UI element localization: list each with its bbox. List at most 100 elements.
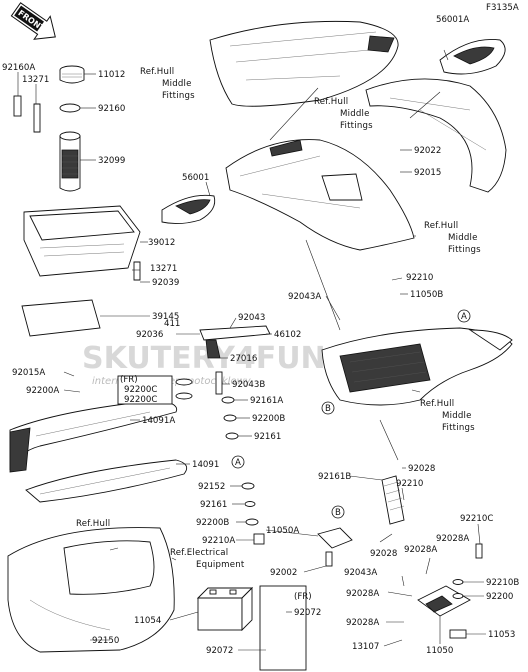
callout-13107: 13107 [352, 642, 379, 652]
callout-92036: 92036 [136, 330, 163, 340]
bracket-part [33, 103, 41, 133]
latch-a-part [317, 527, 353, 567]
callout-13271-low: 13271 [150, 264, 177, 274]
ref-hull-4-l3: Fittings [442, 423, 475, 433]
ref-hull-1-l3: Fittings [162, 91, 195, 101]
callout-27016: 27016 [230, 354, 257, 364]
cup-part [161, 194, 216, 225]
callout-92161-1: 92161 [254, 432, 281, 442]
ref-hull-2-l3: Fittings [340, 121, 373, 131]
callout-92072-left: 92072 [206, 646, 233, 656]
callout-92028-top: 92028 [408, 464, 435, 474]
callout-92002: 92002 [270, 568, 297, 578]
callout-14091: 14091 [192, 460, 219, 470]
marker-a-mid-circle [231, 455, 245, 469]
ref-hull-3-l1: Ref.Hull [424, 221, 458, 231]
callout-92152: 92152 [198, 482, 225, 492]
latch-part [417, 543, 483, 639]
callout-11054: 11054 [134, 616, 161, 626]
callout-92028A-3: 92028A [346, 589, 379, 599]
callout-92022: 92022 [414, 146, 441, 156]
rear-hull-part [7, 527, 175, 653]
front-direction-arrow: FRONT [10, 2, 56, 40]
cup-a-part [439, 39, 506, 75]
circled-markers: A B A B [231, 309, 471, 519]
ref-hull-4-l2: Middle [442, 411, 472, 421]
ref-hull-3-l3: Fittings [448, 245, 481, 255]
fr-label-left: (FR) [120, 375, 138, 385]
callout-46102: 46102 [274, 330, 301, 340]
bolt-stack-part [215, 371, 265, 545]
callout-56001: 56001 [182, 173, 209, 183]
callout-11050A: 11050A [266, 526, 299, 536]
callout-92028A-2: 92028A [404, 545, 437, 555]
callout-92043A-top: 92043A [288, 292, 321, 302]
battery-part [196, 586, 254, 632]
reference-labels: Ref.Hull Middle Fittings Ref.Hull Middle… [76, 67, 481, 570]
callout-56001A: 56001A [436, 15, 469, 25]
storage-bin-part [23, 205, 141, 277]
callout-92210C: 92210C [460, 514, 493, 524]
small-bracket-part [133, 261, 141, 281]
callout-92161-2: 92161 [200, 500, 227, 510]
callout-92043B: 92043B [232, 380, 265, 390]
hull-inner-frame-part [321, 327, 513, 406]
callout-92028A-4: 92028A [346, 618, 379, 628]
fr-tabs-part [175, 378, 193, 400]
callout-92072-right: 92072 [294, 608, 321, 618]
ref-hull-2-l1: Ref.Hull [314, 97, 348, 107]
ref-hull-1-l1: Ref.Hull [140, 67, 174, 77]
right-side-panel-part [365, 78, 507, 193]
fr-box-left [117, 375, 173, 405]
marker-b-left: B [325, 404, 331, 414]
cap-part [59, 65, 85, 84]
fr-label-right: (FR) [294, 592, 312, 602]
callout-92210A: 92210A [202, 536, 235, 546]
callout-labels: 11012 92160A 13271 92160 32099 39012 132… [2, 15, 519, 656]
callout-92200: 92200 [486, 592, 513, 602]
ref-electrical-l1: Ref.Electrical [170, 548, 228, 558]
ref-hull-3-l2: Middle [448, 233, 478, 243]
ref-electrical-l2: Equipment [196, 560, 245, 570]
fr-box [259, 585, 307, 671]
callout-92028A-1: 92028A [436, 534, 469, 544]
callout-39012: 39012 [148, 238, 175, 248]
callout-14091A: 14091A [142, 416, 175, 426]
upper-shell-part [209, 20, 399, 107]
callout-92200A: 92200A [26, 386, 59, 396]
callout-92200B-1: 92200B [252, 414, 285, 424]
plate-part [13, 95, 22, 117]
callout-92043: 92043 [238, 313, 265, 323]
filler-tube-part [59, 131, 81, 192]
deck-cover-part [25, 459, 188, 503]
callout-39145: 39145 [152, 312, 179, 322]
washer-part [59, 103, 81, 113]
callout-92015A: 92015A [12, 368, 45, 378]
ref-hull-5-l1: Ref.Hull [76, 519, 110, 529]
marker-b-low-circle [331, 505, 345, 519]
marker-b-low: B [335, 508, 341, 518]
ref-hull-4-l1: Ref.Hull [420, 399, 454, 409]
callout-11053: 11053 [488, 630, 515, 640]
callout-92028-mid: 92028 [370, 549, 397, 559]
leader-lines [17, 49, 486, 651]
gasket-part [21, 299, 101, 337]
marker-a-top: A [461, 312, 467, 322]
callout-92200C-2: 92200C [124, 395, 157, 405]
callout-92161A: 92161A [250, 396, 283, 406]
spring-part [381, 475, 405, 525]
callout-92200C-1: 92200C [124, 385, 157, 395]
marker-a-mid: A [235, 458, 241, 468]
callout-92210-mid: 92210 [396, 479, 423, 489]
ref-hull-1-l2: Middle [162, 79, 192, 89]
callout-13271-top: 13271 [22, 75, 49, 85]
callout-92150: 92150 [92, 636, 119, 646]
callout-92160: 92160 [98, 104, 125, 114]
figure-code: F3135A [486, 3, 519, 13]
callout-92043A-low: 92043A [344, 568, 377, 578]
callout-11012: 11012 [98, 70, 125, 80]
callout-411: 411 [164, 319, 180, 329]
callout-11050: 11050 [426, 646, 453, 656]
deck-cover-a-part [9, 399, 178, 473]
marker-a-top-circle [457, 309, 471, 323]
